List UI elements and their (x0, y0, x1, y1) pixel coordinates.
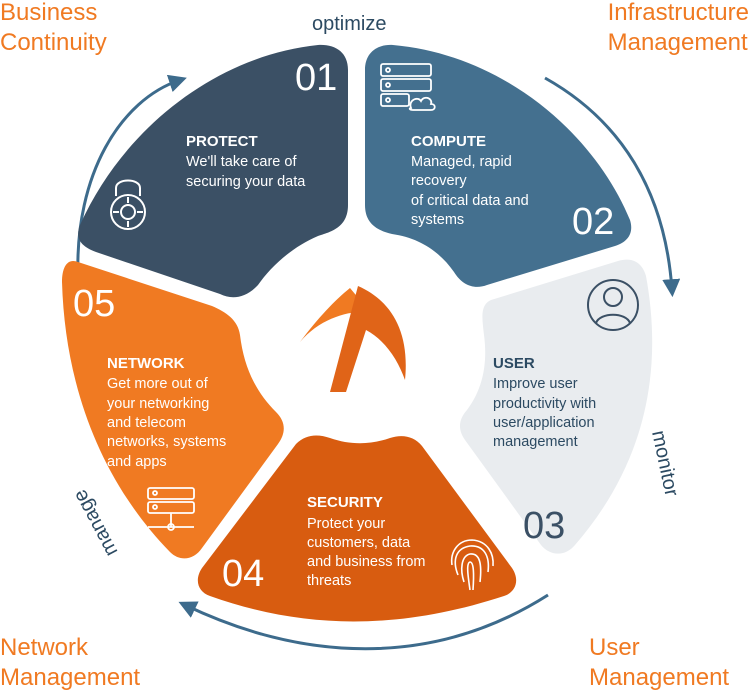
segment-text-line: Improve user (493, 376, 578, 392)
phase-label-monitor: monitor (647, 428, 682, 498)
segment-text-line: systems (411, 212, 464, 228)
segment-text-line: Get more out of (107, 376, 209, 392)
phase-label-optimize: optimize (312, 13, 386, 35)
corner-label-line: Management (589, 664, 730, 691)
cycle-arrow-bottom (178, 593, 549, 651)
segment-text-line: Protect your (307, 516, 385, 532)
segment-text-line: Managed, rapid (411, 154, 512, 170)
segment-number: 04 (222, 553, 264, 595)
segment-title: USER (493, 355, 535, 372)
segment-number: 01 (295, 57, 337, 99)
user-icon (587, 279, 639, 331)
segment-text-line: of critical data and (411, 193, 529, 209)
segment-number: 05 (73, 283, 115, 325)
segment-title: COMPUTE (411, 133, 486, 150)
corner-label-line: Business (0, 0, 98, 26)
segment-number: 03 (523, 505, 565, 547)
segment-compute[interactable] (365, 44, 632, 287)
segment-text-line: user/application (493, 415, 595, 431)
corner-label-line: Network (0, 634, 89, 661)
segment-text-line: securing your data (186, 174, 306, 190)
segment-text-line: productivity with (493, 396, 596, 412)
segment-user[interactable] (459, 259, 653, 554)
corner-label-network-management: Network Management (0, 633, 140, 693)
corner-label-business-continuity: Business Continuity (0, 0, 107, 58)
segment-security[interactable] (197, 435, 517, 622)
segment-text-line: networks, systems (107, 434, 226, 450)
segment-text-line: customers, data (307, 535, 411, 551)
corner-label-infrastructure-management: Infrastructure Management (608, 0, 749, 58)
segment-text-line: recovery (411, 173, 467, 189)
segment-title: PROTECT (186, 133, 258, 150)
segment-title: SECURITY (307, 494, 383, 511)
segment-title: NETWORK (107, 355, 185, 372)
corner-label-line: Infrastructure (607, 0, 749, 26)
network-server-icon (147, 487, 195, 531)
segment-text-line: and apps (107, 454, 167, 470)
segment-text-line: threats (307, 573, 351, 589)
corner-label-line: Management (607, 29, 748, 56)
padlock-icon (110, 179, 146, 230)
brand-logo (300, 286, 406, 392)
corner-label-line: User (589, 634, 640, 661)
cycle-arrow-top-right (544, 76, 681, 298)
corner-label-line: Continuity (0, 29, 107, 56)
phase-label-manage: manage (69, 486, 122, 560)
segment-text-line: and telecom (107, 415, 186, 431)
corner-label-user-management: User Management (589, 633, 729, 693)
corner-label-line: Management (0, 664, 141, 691)
server-cloud-icon (380, 63, 436, 111)
segment-text-line: We'll take care of (186, 154, 297, 170)
segment-protect[interactable] (78, 44, 349, 298)
fingerprint-icon (450, 539, 494, 591)
segment-text-line: management (493, 434, 578, 450)
segment-text-line: and business from (307, 554, 425, 570)
segment-number: 02 (572, 201, 614, 243)
segment-text-line: your networking (107, 396, 209, 412)
segment-network[interactable] (62, 260, 284, 559)
